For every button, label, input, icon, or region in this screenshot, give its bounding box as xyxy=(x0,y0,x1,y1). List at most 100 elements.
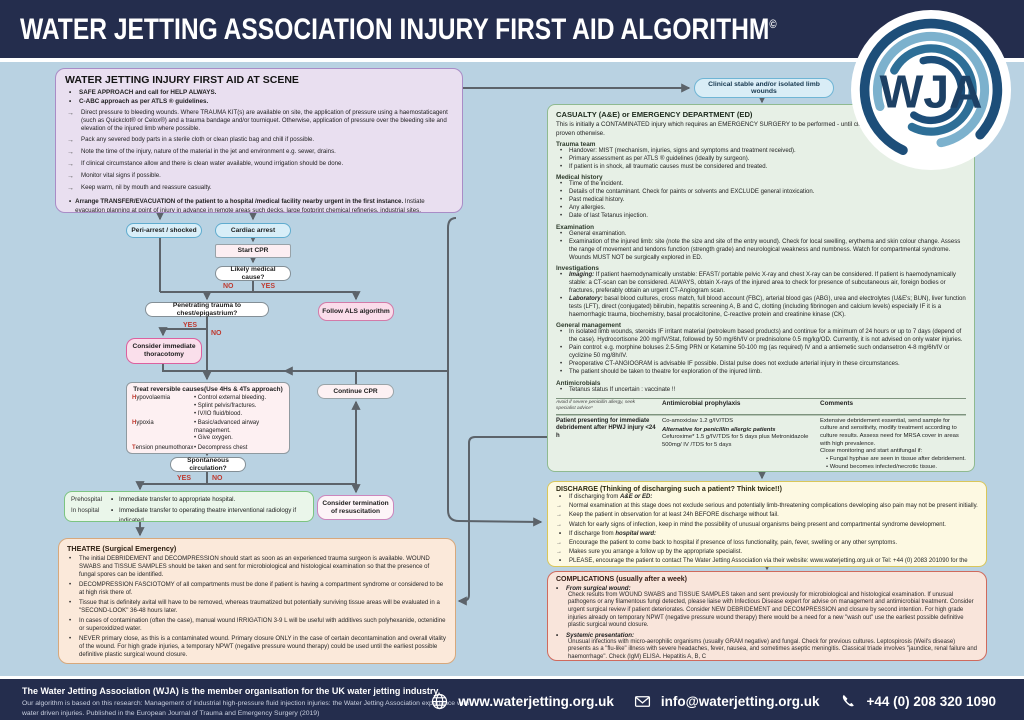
label-no: NO xyxy=(223,283,234,290)
table-row: Patient presenting for immediate debride… xyxy=(556,414,966,471)
ed-panel: CASUALTY (A&E) or EMERGENCY DEPARTMENT (… xyxy=(547,104,975,472)
bullet-item: •Preoperative CT-ANGIOGRAM is advisable … xyxy=(560,361,900,368)
node-peri-arrest: Peri-arrest / shocked xyxy=(126,223,202,238)
transfer-row: Prehospital•Immediate transfer to approp… xyxy=(71,496,236,503)
arrow-item: →Pack any severed body parts in a steril… xyxy=(67,136,315,145)
arrow-item: →Keep warm, nil by mouth and reassure ca… xyxy=(67,183,212,192)
bullet-item: •The initial DEBRIDEMENT and DECOMPRESSI… xyxy=(69,555,430,579)
section-heading: Trauma team xyxy=(556,140,596,148)
footer-reference: Our algorithm is based on this research:… xyxy=(22,700,470,717)
section-heading: Examination xyxy=(556,223,594,231)
bullet-item: •Date of last Tetanus injection. xyxy=(560,213,648,220)
bullet-item: •Pain control: e.g. morphine boluses 2.5… xyxy=(560,345,950,360)
bullet-item: •Handover: MIST (mechanism, injuries, si… xyxy=(560,147,796,154)
node-likely-medical-cause: Likely medical cause? xyxy=(215,266,291,281)
antimicrobial-table: Avoid if severe penicillin allergy, seek… xyxy=(556,397,966,471)
list-item: •From surgical wound: xyxy=(556,584,631,592)
column-header: Antimicrobial prophylaxis xyxy=(662,400,741,408)
footer-contact: www.waterjetting.org.uk info@waterjettin… xyxy=(431,679,1006,720)
label-yes: YES xyxy=(261,283,276,290)
logo-text: WJA xyxy=(879,66,982,118)
treat-row: Hypoxia Basic/advanced airway management… xyxy=(132,420,284,443)
footer-website-link[interactable]: www.waterjetting.org.uk xyxy=(458,693,614,709)
node-penetrating-trauma: Penetrating trauma to chest/epigastrium? xyxy=(145,302,269,317)
arrow-icon: → xyxy=(67,149,74,157)
arrow-item: →Monitor vital signs if possible. xyxy=(67,171,161,180)
bullet-item: •Past medical history. xyxy=(560,197,625,204)
envelope-icon xyxy=(634,695,650,707)
globe-icon xyxy=(432,693,448,709)
scene-title: WATER JETTING INJURY FIRST AID AT SCENE xyxy=(65,74,299,86)
node-spontaneous-circulation: Spontaneous circulation? xyxy=(170,457,246,472)
transfer-evacuation-note: •Arrange TRANSFER/EVACUATION of the pati… xyxy=(69,198,425,213)
bullet-item: •Laboratory: basal blood cultures, cross… xyxy=(560,295,966,318)
arrow-icon: → xyxy=(67,184,74,192)
bullet-item: •Imaging: If patient haemodynamically un… xyxy=(560,271,956,294)
label-yes: YES xyxy=(177,475,192,482)
arrow-item: →Note the time of the injury, nature of … xyxy=(67,148,336,157)
phone-icon xyxy=(842,694,854,706)
list-item: →Normal examination at this stage does n… xyxy=(556,503,978,510)
complications-box: COMPLICATIONS (usually after a week) •Fr… xyxy=(547,571,987,661)
bullet-item: •Tetanus status If uncertain : vaccinate… xyxy=(560,386,676,393)
bullet-item: •Details of the contaminant. Check for p… xyxy=(560,189,815,196)
column-header: Avoid if severe penicillin allergy, seek… xyxy=(556,400,636,412)
transfer-green-box: Prehospital•Immediate transfer to approp… xyxy=(64,491,314,522)
section-heading: Investigations xyxy=(556,264,599,272)
table-header: Avoid if severe penicillin allergy, seek… xyxy=(556,397,966,415)
arrow-icon: → xyxy=(67,109,74,117)
footer-email-link[interactable]: info@waterjetting.org.uk xyxy=(660,693,820,709)
bullet-item: •NEVER primary close, as this is a conta… xyxy=(69,634,446,659)
footer-tagline: The Water Jetting Association (WJA) is t… xyxy=(22,686,441,696)
bullet-item: •C-ABC approach as per ATLS ® guidelines… xyxy=(69,98,209,106)
node-follow-als: Follow ALS algorithm xyxy=(318,302,394,321)
bullet-item: •SAFE APPROACH and call for HELP ALWAYS. xyxy=(69,89,217,96)
transfer-row: In hospital•Immediate transfer to operat… xyxy=(71,506,297,522)
bullet-item: •In cases of contamination (often the ca… xyxy=(69,617,446,633)
arrow-icon: → xyxy=(67,172,74,180)
section-heading: Antimicrobials xyxy=(556,379,601,387)
discharge-title: DISCHARGE (Thinking of discharging such … xyxy=(556,486,782,493)
label-no: NO xyxy=(211,330,222,337)
arrow-icon: → xyxy=(67,161,74,169)
bullet-item: •The patient should be taken to theatre … xyxy=(560,369,762,376)
node-treat-reversible-causes: Treat reversible causes(Use 4Hs & 4Ts ap… xyxy=(126,382,290,454)
page-title: WATER JETTING ASSOCIATION INJURY FIRST A… xyxy=(20,13,777,46)
list-item: •If discharge from hospital ward: xyxy=(559,530,657,537)
theatre-box: THEATRE (Surgical Emergency) •The initia… xyxy=(58,538,456,664)
bullet-item: •Any allergies. xyxy=(560,205,606,212)
list-item: →Keep the patient in observation for at … xyxy=(556,512,779,519)
clinical-stable-pill: Clinical stable and/or isolated limb wou… xyxy=(694,78,834,98)
discharge-box: DISCHARGE (Thinking of discharging such … xyxy=(547,481,987,567)
wja-logo: WJA xyxy=(851,10,1011,170)
node-consider-termination: Consider termination of resuscitation xyxy=(317,495,394,520)
page-header: WATER JETTING ASSOCIATION INJURY FIRST A… xyxy=(0,0,1024,62)
column-header: Comments xyxy=(820,400,854,408)
list-item: →Watch for early signs of infection, kee… xyxy=(556,521,946,528)
node-start-cpr: Start CPR xyxy=(215,244,291,258)
treat-row: Tension pneumothorax Decompress chest (t… xyxy=(132,445,284,453)
scene-first-aid-box: WATER JETTING INJURY FIRST AID AT SCENE … xyxy=(55,68,463,213)
bullet-item: •In isolated limb wounds, steroids IF ir… xyxy=(560,329,963,344)
footer-phone-link[interactable]: +44 (0) 208 320 1090 xyxy=(866,693,996,709)
list-item: →Makes sure you arrange a follow up by t… xyxy=(556,548,743,555)
ed-intro: This is initially a CONTAMINATED injury … xyxy=(556,121,877,137)
ed-title: CASUALTY (A&E) or EMERGENCY DEPARTMENT (… xyxy=(556,110,753,119)
label-no: NO xyxy=(212,475,223,482)
bullet-item: •Time of the incident. xyxy=(560,181,624,188)
arrow-icon: → xyxy=(67,137,74,145)
complications-title: COMPLICATIONS (usually after a week) xyxy=(556,576,687,583)
bullet-item: •Primary assessment as per ATLS ® guidel… xyxy=(560,155,750,162)
section-heading: Medical history xyxy=(556,174,603,182)
arrow-item: →Direct pressure to bleeding wounds. Whe… xyxy=(67,108,448,133)
bullet-item: •Examination of the injured limb: site (… xyxy=(560,238,961,261)
bullet-item: •Tissue that is definitely avital will h… xyxy=(69,599,440,615)
bullet-item: •DECOMPRESSION FASCIOTOMY of all compart… xyxy=(69,581,444,597)
list-item: →Encourage the patient to come back to h… xyxy=(556,539,898,546)
page-footer: The Water Jetting Association (WJA) is t… xyxy=(0,676,1024,720)
label-yes: YES xyxy=(183,322,198,329)
list-item: •If discharging from A&E or ED: xyxy=(559,494,653,501)
section-heading: General management xyxy=(556,322,621,330)
